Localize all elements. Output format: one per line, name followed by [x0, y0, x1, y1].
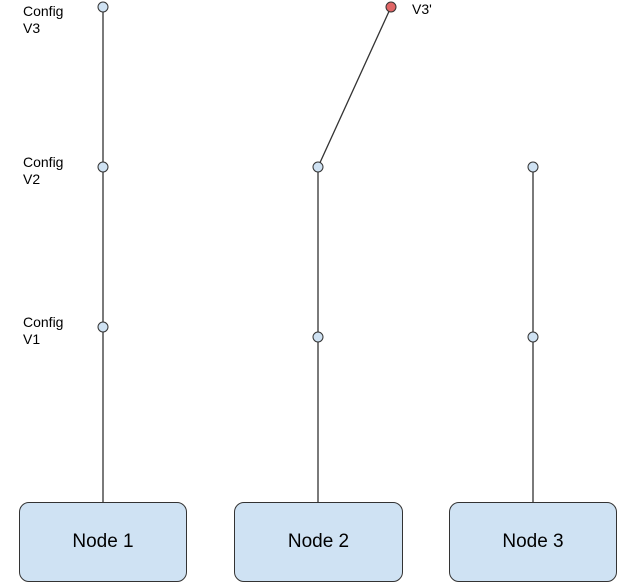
node-1-box: Node 1 [19, 502, 187, 582]
branch-v3prime-label: V3' [412, 1, 432, 17]
config-v1-label-line1: Config [23, 314, 64, 330]
node2-branch-line [317, 6, 392, 168]
config-v2-label-line2: V2 [23, 171, 41, 187]
node2-v2-point [312, 161, 324, 173]
node2-v1-point [312, 331, 324, 343]
node3-v1-point [527, 331, 539, 343]
node3-v2-point [527, 161, 539, 173]
config-v1-label: Config V1 [23, 314, 63, 348]
node1-v3-point [97, 1, 109, 13]
version-diagram [97, 1, 539, 503]
node-2-box: Node 2 [234, 502, 403, 582]
node1-v2-point [97, 161, 109, 173]
config-v2-label-line1: Config [23, 154, 64, 170]
config-v3-label-line1: Config [23, 3, 64, 19]
node-3-box: Node 3 [449, 502, 617, 582]
node-1-label: Node 1 [72, 531, 134, 552]
node1-v1-point [97, 321, 109, 333]
node2-v3prime-point [385, 1, 397, 13]
config-v1-label-line2: V1 [23, 331, 41, 347]
node-2-label: Node 2 [287, 531, 350, 552]
config-v3-label-line2: V3 [23, 20, 41, 36]
config-v3-label: Config V3 [23, 3, 63, 37]
config-v2-label: Config V2 [23, 154, 63, 188]
node-3-label: Node 3 [502, 531, 564, 552]
